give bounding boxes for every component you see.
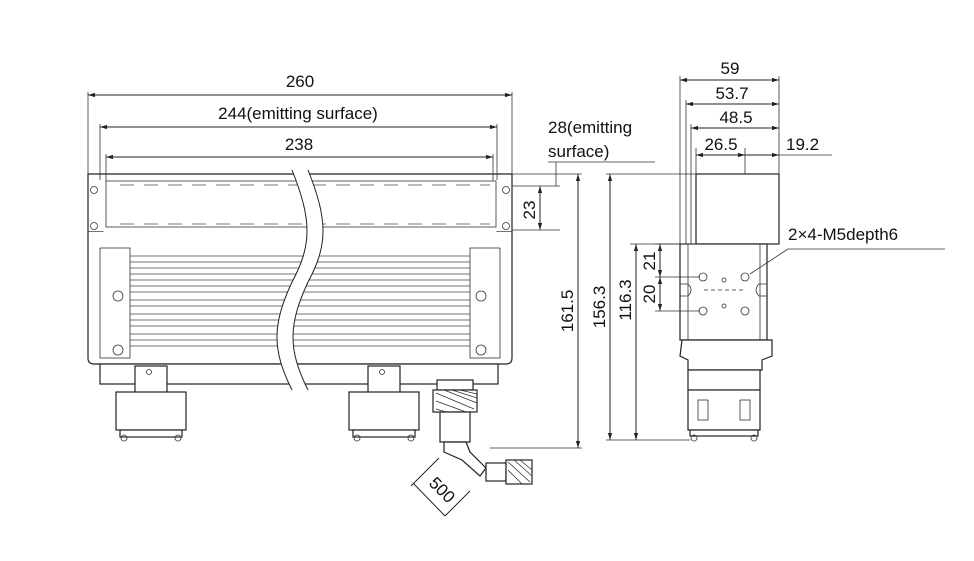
side-view [679,173,780,442]
dim-59: 59 [721,59,740,78]
dim-26-5: 26.5 [704,135,737,154]
dim-260: 260 [286,72,314,91]
dim-28-line2: surface) [548,142,609,161]
dim-28-line1: 28(emitting [548,118,632,137]
dim-238: 238 [285,135,313,154]
flange-screws [90,186,510,230]
dim-161-5: 161.5 [558,290,577,333]
dim-m5-holes: 2×4-M5depth6 [788,225,898,244]
dim-500: 500 [425,473,458,506]
dim-116-3: 116.3 [616,279,635,320]
cable-connector [432,379,533,485]
front-view [87,169,533,485]
break-gap [277,170,323,390]
dim-244-emitting: 244(emitting surface) [218,104,378,123]
side-dimensions: 59 53.7 48.5 26.5 19.2 21 20 156.3 116.3 [590,59,945,441]
dim-48-5: 48.5 [719,108,752,127]
side-main-block [679,243,768,341]
mounting-bracket-left [115,365,187,442]
dim-19-2: 19.2 [786,135,819,154]
side-top-block [695,173,780,245]
mounting-bracket-right [348,365,420,442]
dim-23: 23 [520,201,539,220]
dim-20: 20 [640,285,659,304]
dim-53-7: 53.7 [715,84,748,103]
side-bracket [687,369,761,391]
dim-21: 21 [640,252,659,271]
dim-156-3: 156.3 [590,286,609,329]
